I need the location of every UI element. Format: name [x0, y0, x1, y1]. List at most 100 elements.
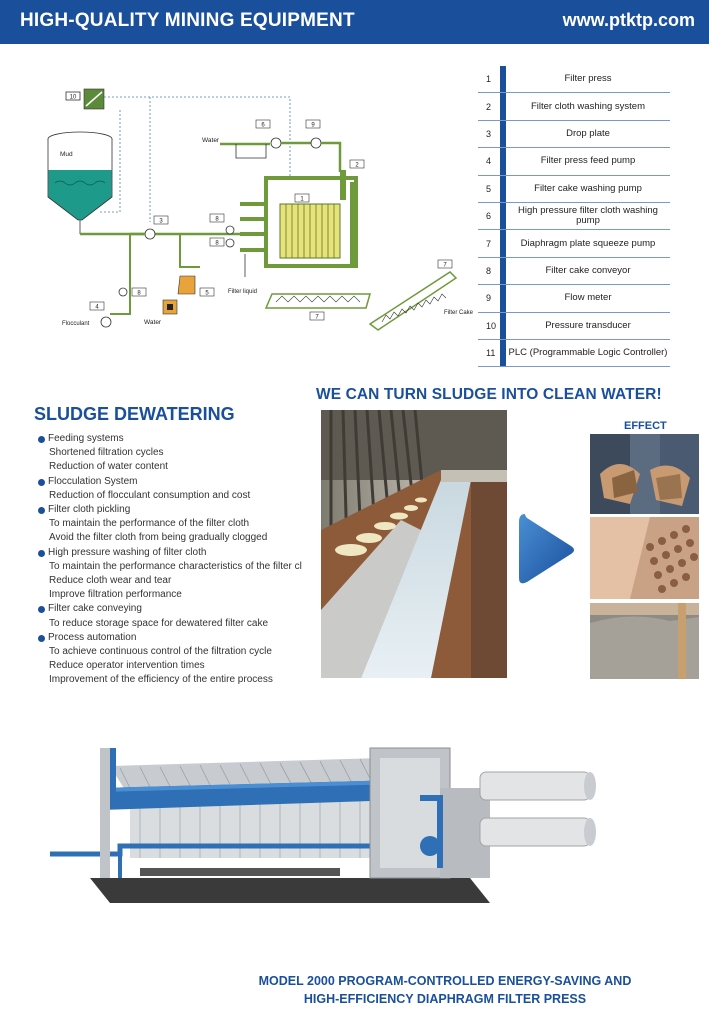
legend-row: 6 High pressure filter cloth washing pump: [478, 202, 670, 231]
filter-liquid-label: Filter liquid: [228, 289, 257, 295]
play-arrow-icon: [519, 514, 574, 584]
legend-label: Filter cake conveyor: [545, 264, 631, 276]
effect-photo-cake-pile: [590, 603, 699, 679]
feature-detail: To maintain the performance characterist…: [49, 560, 302, 572]
header-title: HIGH-QUALITY MINING EQUIPMENT: [20, 10, 355, 31]
legend-number: 9: [478, 285, 506, 312]
legend-number: 4: [478, 148, 506, 175]
legend-number: 10: [478, 312, 506, 339]
legend-row: 3 Drop plate: [478, 120, 670, 149]
legend-number: 3: [478, 120, 506, 148]
legend-number: 11: [478, 339, 506, 367]
model-caption: MODEL 2000 PROGRAM-CONTROLLED ENERGY-SAV…: [200, 972, 690, 1008]
flocculant-label: Flocculant: [62, 321, 90, 327]
gauge-icon: [225, 238, 235, 248]
tag-7a: 7: [315, 315, 319, 321]
model-caption-line1: MODEL 2000 PROGRAM-CONTROLLED ENERGY-SAV…: [258, 974, 632, 988]
feature-heading: Flocculation System: [38, 475, 308, 489]
diaphragm-filter-press-machine: [50, 747, 596, 903]
flow-meter-icon: [310, 137, 322, 149]
tag-5: 5: [205, 291, 209, 297]
legend-table: 1 Filter press 2 Filter cloth washing syste…: [478, 66, 670, 368]
legend-number: 8: [478, 257, 506, 285]
model-caption-line2: HIGH-EFFICIENCY DIAPHRAGM FILTER PRESS: [303, 992, 587, 1006]
slogan-text: WE CAN TURN SLUDGE INTO CLEAN WATER!: [316, 386, 662, 403]
water-top-label: Water: [202, 137, 220, 144]
legend-row: 1 Filter press: [478, 66, 670, 94]
feature-detail: Improvement of the efficiency of the ent…: [49, 674, 273, 686]
legend-row: 2 Filter cloth washing system: [478, 93, 670, 121]
legend-label: Filter press: [564, 73, 612, 85]
feature-heading: High pressure washing of filter cloth: [38, 546, 308, 560]
legend-label: PLC (Programmable Logic Controller): [508, 347, 668, 359]
feature-detail: Reduction of flocculant consumption and …: [49, 489, 251, 501]
legend-number: 5: [478, 175, 506, 202]
tag-2: 2: [355, 163, 359, 169]
header-url[interactable]: www.ptktp.com: [562, 10, 695, 30]
pump-icon: [270, 137, 282, 149]
feature-heading: Feeding systems: [38, 432, 308, 446]
feature-detail: To maintain the performance of the filte…: [49, 518, 250, 530]
tag-1: 1: [300, 197, 304, 203]
legend-row: 7 Diaphragm plate squeeze pump: [478, 230, 670, 258]
legend-row: 8 Filter cake conveyor: [478, 257, 670, 286]
legend-row: 5 Filter cake washing pump: [478, 175, 670, 203]
header-bar: HIGH-QUALITY MINING EQUIPMENT www.ptktp.…: [0, 0, 709, 44]
feature-detail: Reduce cloth wear and tear: [49, 575, 172, 587]
tag-6: 6: [261, 123, 265, 129]
legend-label: Filter cake washing pump: [534, 182, 642, 194]
legend-row: 10 Pressure transducer: [478, 312, 670, 340]
legend-label: Filter cloth washing system: [530, 100, 646, 112]
feature-detail: Shortened filtration cycles: [49, 447, 164, 459]
feature-detail: Reduction of water content: [49, 461, 168, 473]
legend-row: 4 Filter press feed pump: [478, 148, 670, 176]
legend-number: 6: [478, 202, 506, 230]
sludge-dewatering-title: SLUDGE DEWATERING: [34, 404, 235, 424]
mud-label: Mud: [60, 151, 73, 158]
legend-number: 1: [478, 66, 506, 93]
tag-4: 4: [95, 305, 99, 311]
effect-photo-cake-closeup: [590, 517, 699, 599]
legend-label: Drop plate: [566, 127, 610, 139]
legend-label: Flow meter: [564, 292, 612, 304]
legend-number: 7: [478, 230, 506, 257]
filter-press-water-photo: [321, 410, 507, 678]
tag-box: [65, 91, 81, 101]
tag-9: 9: [311, 123, 315, 129]
tag-8b: 8: [215, 241, 219, 247]
feed-pump-icon: [144, 228, 156, 240]
feature-detail: Reduce operator intervention times: [49, 660, 205, 672]
tag-10: 10: [70, 95, 77, 101]
process-flow-diagram: 10 Mud Water 6 9 2 1 3: [47, 88, 474, 331]
feature-heading: Process automation: [38, 631, 308, 645]
filter-cake-label: Filter Cake: [444, 310, 474, 316]
feature-heading: Filter cake conveying: [38, 602, 308, 616]
legend-label: Diaphragm plate squeeze pump: [520, 237, 656, 249]
feature-detail: Improve filtration performance: [49, 589, 182, 601]
tag-3: 3: [159, 219, 163, 225]
water-bottom-label: Water: [144, 319, 162, 326]
legend-label: Filter press feed pump: [540, 155, 636, 167]
effect-label: EFFECT: [624, 420, 667, 432]
tag-8a: 8: [215, 217, 219, 223]
gauge-icon: [225, 225, 235, 235]
legend-row: 9 Flow meter: [478, 285, 670, 313]
legend-label: High pressure filter cloth washing pump: [518, 205, 658, 227]
feature-heading: Filter cloth pickling: [38, 503, 308, 517]
feature-detail: Avoid the filter cloth from being gradua…: [49, 532, 268, 544]
flocculant-pump-icon: [100, 316, 112, 328]
effect-photo-cake-hands: [590, 434, 699, 514]
feature-detail: To reduce storage space for dewatered fi…: [49, 617, 269, 629]
tag-7b: 7: [443, 263, 447, 269]
legend-label: Pressure transducer: [545, 319, 631, 331]
tag-8c: 8: [137, 291, 141, 297]
legend-number: 2: [478, 93, 506, 120]
